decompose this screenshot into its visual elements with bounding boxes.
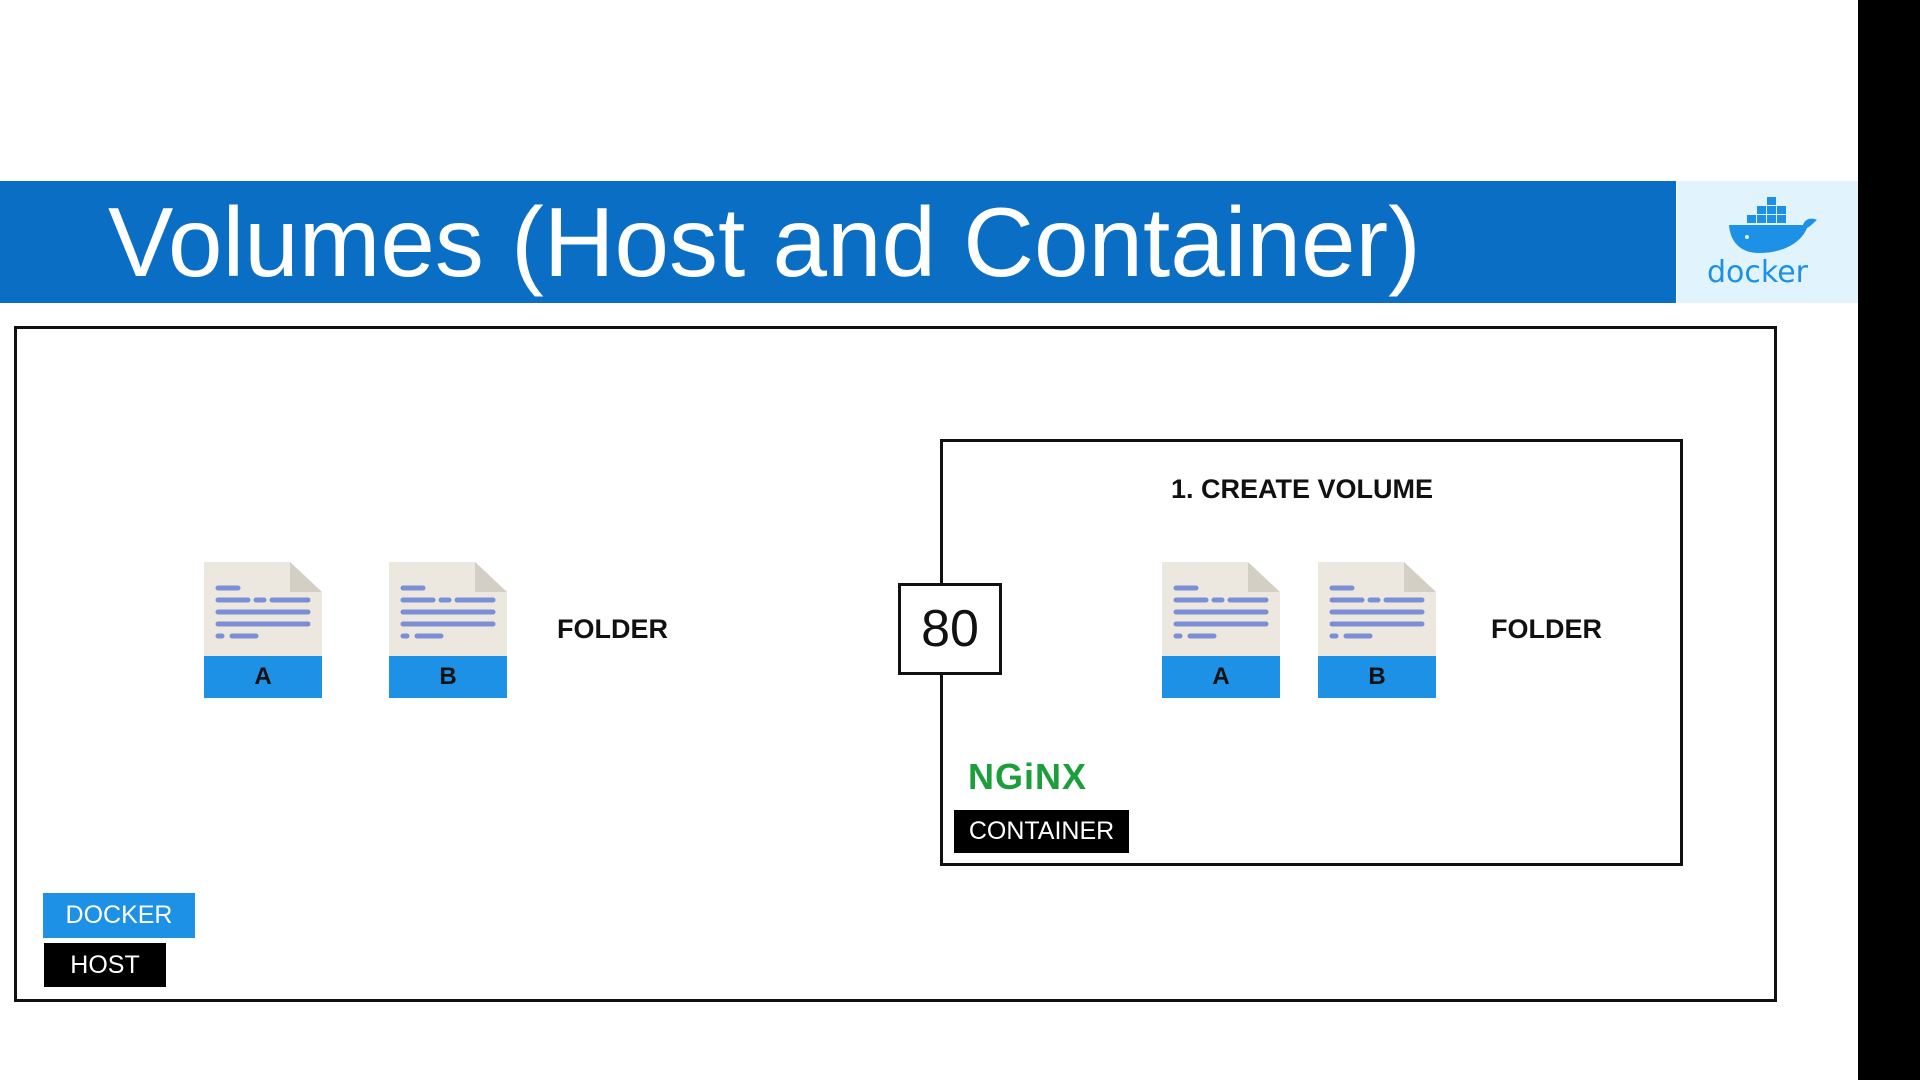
slide-title: Volumes (Host and Container) (108, 187, 1421, 297)
nginx-logo: NGiNX (968, 756, 1088, 797)
host-file-b: B (389, 560, 507, 698)
right-black-band (1858, 0, 1920, 1080)
docker-whale-icon (1729, 197, 1817, 253)
docker-logo-text: docker (1707, 255, 1808, 290)
host-tag: HOST (44, 943, 166, 987)
file-label: A (1212, 663, 1230, 690)
container-file-a: A (1162, 560, 1280, 698)
document-icon (389, 562, 507, 698)
host-box (14, 326, 1777, 1002)
docker-logo: docker (1677, 181, 1858, 303)
host-file-a: A (204, 560, 322, 698)
document-icon (1318, 562, 1436, 698)
document-icon (204, 562, 322, 698)
file-label: B (1368, 663, 1386, 690)
port-box: 80 (898, 583, 1002, 675)
file-label: B (439, 663, 457, 690)
step-label: 1. CREATE VOLUME (1171, 474, 1434, 504)
docker-tag: DOCKER (43, 893, 195, 938)
document-icon (1162, 562, 1280, 698)
host-folder-label: FOLDER (557, 614, 668, 644)
container-tag: CONTAINER (954, 810, 1129, 853)
container-file-b: B (1318, 560, 1436, 698)
title-bar: Volumes (Host and Container) (0, 181, 1676, 303)
container-folder-label: FOLDER (1491, 614, 1602, 644)
file-label: A (254, 663, 272, 690)
